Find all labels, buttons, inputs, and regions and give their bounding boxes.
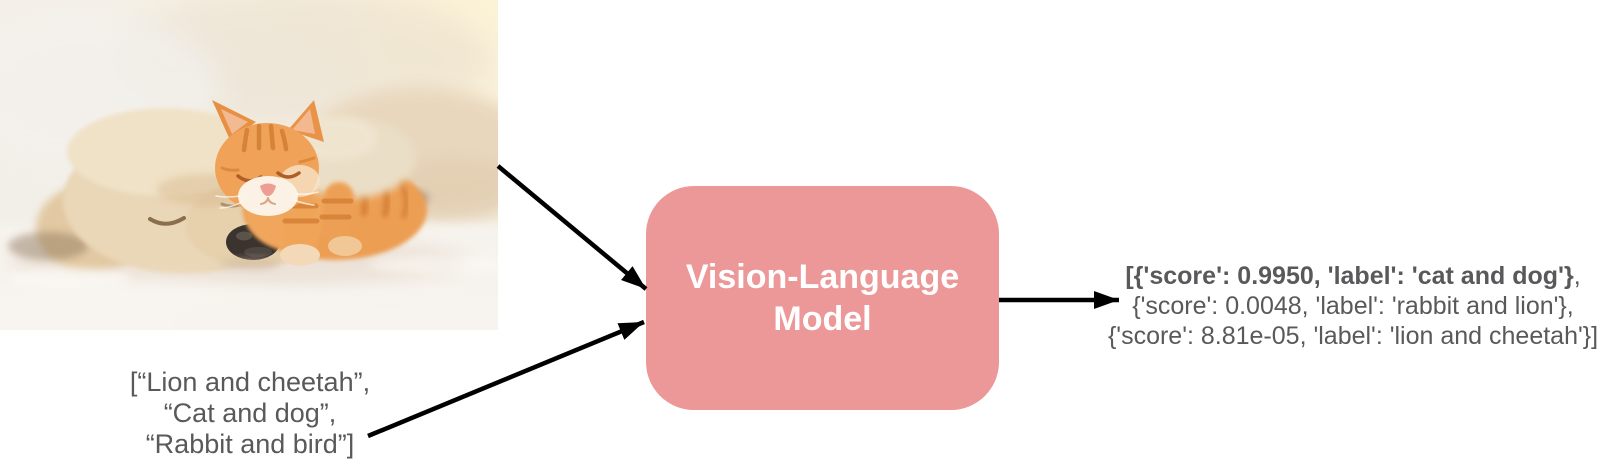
candidate-label-line: “Rabbit and bird”] [145, 429, 355, 459]
model-box-label-line: Model [773, 300, 872, 338]
arrow-image-to-model [496, 164, 648, 291]
candidate-label-line: “Cat and dog”, [163, 398, 337, 428]
output-score-line-2: {'score': 0.0048, 'label': 'rabbit and l… [1132, 292, 1574, 320]
vision-language-model-box: Vision-Language Model [646, 186, 999, 410]
candidate-labels-text: [“Lion and cheetah”, “Cat and dog”, “Rab… [60, 367, 440, 460]
output-score-line-1: [{'score': 0.9950, 'label': 'cat and dog… [1098, 261, 1600, 291]
output-line1-comma: , [1573, 262, 1581, 290]
puppy-kitten-illustration [0, 0, 498, 330]
output-scores-text: [{'score': 0.9950, 'label': 'cat and dog… [1098, 261, 1600, 351]
candidate-label-line: [“Lion and cheetah”, [129, 367, 371, 397]
input-image-puppy-and-kitten [0, 0, 498, 330]
model-box-label-line: Vision-Language [685, 258, 960, 296]
output-top-score: [{'score': 0.9950, 'label': 'cat and dog… [1125, 262, 1574, 290]
output-score-line-3: {'score': 8.81e-05, 'label': 'lion and c… [1107, 322, 1599, 350]
